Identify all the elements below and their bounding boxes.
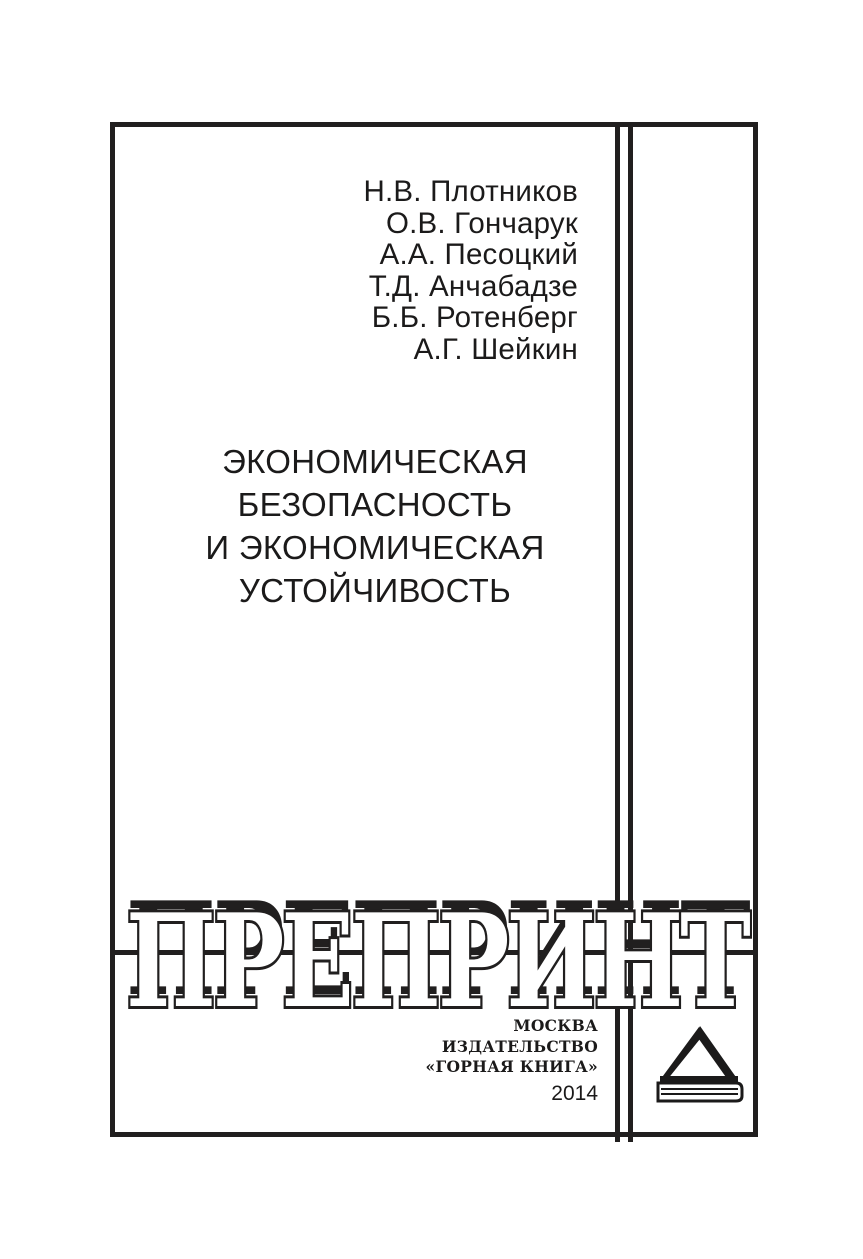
cover-frame-border [110,122,758,1137]
imprint-year: 2014 [551,1081,598,1105]
author-name: А.А. Песоцкий [379,238,578,271]
imprint-block: МОСКВА ИЗДАТЕЛЬСТВО «ГОРНАЯ КНИГА» 2014 [380,1016,598,1108]
title-line: БЕЗОПАСНОСТЬ [237,486,513,523]
author-list: Н.В. Плотников О.В. Гончарук А.А. Песоцк… [180,176,578,365]
series-wordmark-outline: ПРЕПРИНТ [126,893,750,1018]
title-line: УСТОЙЧИВОСТЬ [238,572,512,609]
cover-frame-vertical-rule-outer [628,122,633,1142]
cover-frame-vertical-rule-inner [615,122,620,1142]
cover-frame-horizontal-rule [110,950,758,955]
author-name: Б.Б. Ротенберг [371,301,578,334]
book-title: ЭКОНОМИЧЕСКАЯ БЕЗОПАСНОСТЬ И ЭКОНОМИЧЕСК… [175,440,575,612]
series-wordmark-shadow: ПРЕПРИНТ [126,893,750,1018]
author-name: А.Г. Шейкин [413,332,578,366]
logo-book-body [656,1081,744,1103]
imprint-publisher-name: «ГОРНАЯ КНИГА» [425,1057,598,1076]
author-name: Н.В. Плотников [363,175,578,208]
imprint-publisher-label: ИЗДАТЕЛЬСТВО [441,1036,598,1056]
author-name: Т.Д. Анчабадзе [368,269,578,303]
author-name: О.В. Гончарук [385,206,578,240]
logo-mountain-left-slope [660,1027,704,1080]
publisher-logo [652,1022,748,1104]
series-wordmark: ПРЕПРИНТ ПРЕПРИНТ [122,893,752,1018]
logo-mountain-right-slope [696,1026,738,1080]
imprint-city: МОСКВА [513,1016,598,1035]
title-line: И ЭКОНОМИЧЕСКАЯ [205,529,545,566]
title-line: ЭКОНОМИЧЕСКАЯ [222,443,528,480]
logo-mountain-base [660,1076,738,1082]
